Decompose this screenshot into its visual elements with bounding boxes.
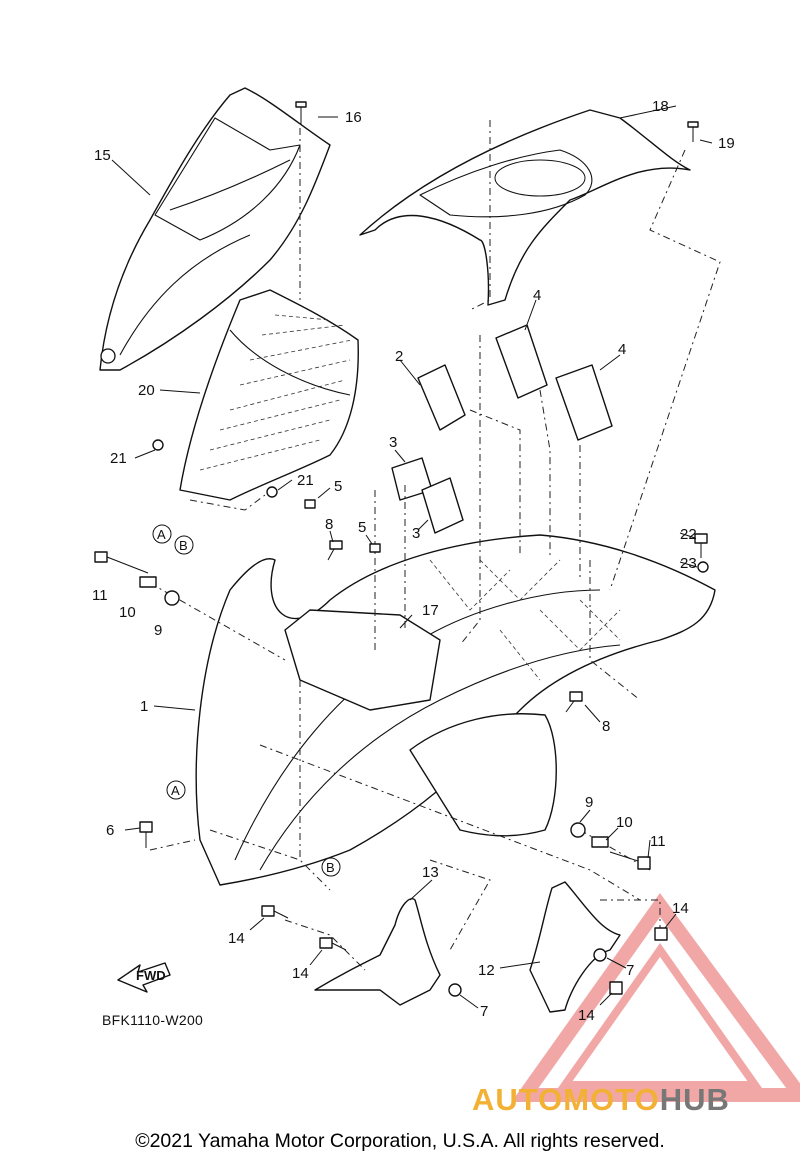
diagram-code: BFK1110-W200 — [102, 1012, 204, 1028]
part-pads — [391, 324, 613, 534]
callout-14c: 14 — [672, 900, 689, 917]
callout-5b: 5 — [358, 519, 366, 536]
assembly-guide-lines — [149, 120, 721, 971]
bolt-11b-icon — [609, 851, 651, 870]
bolt-19-icon — [687, 121, 699, 142]
callout-15: 15 — [94, 147, 111, 164]
callout-16: 16 — [345, 109, 362, 126]
callout-12: 12 — [478, 962, 495, 979]
ref-b-top: B — [179, 538, 188, 553]
callout-14b: 14 — [292, 965, 309, 982]
callout-7a: 7 — [480, 1003, 488, 1020]
bolt-22-icon — [694, 533, 708, 558]
callout-9b: 9 — [585, 794, 593, 811]
part-bracket-left — [314, 898, 441, 1006]
ref-b-bottom: B — [326, 860, 335, 875]
washer-23-icon — [697, 561, 709, 573]
collar-10b-icon — [591, 836, 609, 848]
callout-13: 13 — [422, 864, 439, 881]
callout-5a: 5 — [334, 478, 342, 495]
copyright-text: ©2021 Yamaha Motor Corporation, U.S.A. A… — [135, 1130, 665, 1152]
fastener-icons — [94, 101, 709, 997]
callout-4a: 4 — [533, 287, 541, 304]
nut-7a-icon — [448, 983, 462, 997]
callout-23: 23 — [680, 555, 697, 572]
bolt-14a-icon — [261, 905, 289, 919]
reference-markers: A B A B — [152, 524, 341, 877]
callout-17: 17 — [422, 602, 439, 619]
collar-10-icon — [139, 576, 157, 588]
grommet-9-icon — [164, 590, 180, 606]
part-grille-panel — [179, 289, 359, 501]
watermark-brand: AUTOMOTOHUB — [472, 1082, 730, 1118]
callout-14d: 14 — [578, 1007, 595, 1024]
callout-2: 2 — [395, 348, 403, 365]
fwd-label: FWD — [136, 968, 166, 983]
screw-21b-icon — [266, 486, 278, 498]
callout-10b: 10 — [616, 814, 633, 831]
bolt-6-icon — [139, 821, 153, 848]
clip-5b-icon — [369, 543, 381, 553]
callout-leaders — [111, 105, 713, 1009]
callout-11a: 11 — [92, 587, 108, 604]
callout-22: 22 — [680, 526, 697, 543]
bolt-14d-icon — [609, 981, 623, 995]
callout-8a: 8 — [325, 516, 333, 533]
callout-21a: 21 — [110, 450, 127, 467]
ref-a-bottom: A — [171, 783, 180, 798]
watermark-logo-icon — [511, 893, 800, 1102]
bolt-14c-icon — [654, 927, 668, 941]
callout-14a: 14 — [228, 930, 245, 947]
ref-a-top: A — [157, 527, 166, 542]
watermark-text-secondary: HUB — [659, 1082, 730, 1117]
screw-21a-icon — [152, 439, 164, 451]
bolt-8-icon — [327, 540, 343, 561]
callout-3a: 3 — [389, 434, 397, 451]
bolt-8b-icon — [565, 691, 583, 713]
callout-7b: 7 — [626, 962, 634, 979]
grommet-9b-icon — [570, 822, 586, 838]
part-inner-bracket — [284, 609, 441, 711]
bolt-16-icon — [295, 101, 307, 125]
callout-4b: 4 — [618, 341, 626, 358]
callout-18: 18 — [652, 98, 669, 115]
part-front-cowl — [99, 87, 331, 371]
part-side-body — [195, 534, 716, 886]
bolt-11-icon — [94, 551, 149, 574]
callout-20: 20 — [138, 382, 155, 399]
watermark-text-primary: AUTOMOTO — [472, 1082, 660, 1117]
callout-19: 19 — [718, 135, 735, 152]
callout-numbers: 15 16 18 19 2 4 4 3 3 20 21 21 5 5 8 22 … — [92, 98, 735, 1024]
nut-7b-icon — [593, 948, 607, 962]
callout-8b: 8 — [602, 718, 610, 735]
callout-1: 1 — [140, 698, 148, 715]
clip-5a-icon — [304, 499, 316, 509]
callout-21b: 21 — [297, 472, 314, 489]
forward-arrow-icon: FWD — [117, 962, 171, 993]
callout-6: 6 — [106, 822, 114, 839]
callout-3b: 3 — [412, 525, 420, 542]
callout-9a: 9 — [154, 622, 162, 639]
part-rear-top-panel — [359, 109, 691, 306]
part-bracket-right — [529, 881, 621, 1013]
callout-10a: 10 — [119, 604, 136, 621]
callout-11b: 11 — [650, 833, 666, 850]
bolt-14b-icon — [319, 937, 347, 951]
